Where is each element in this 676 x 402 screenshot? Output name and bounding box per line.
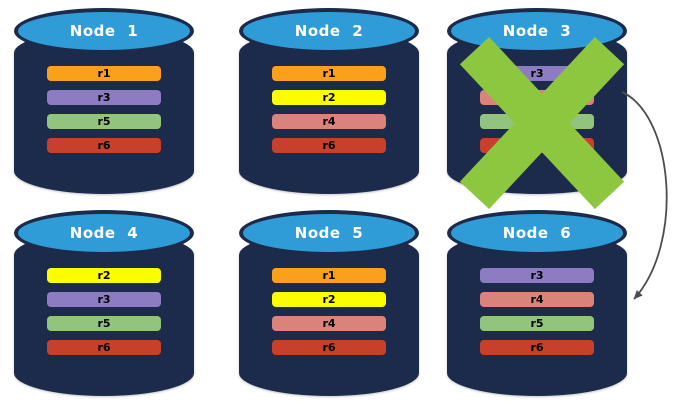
- replica-list: r2 r3 r5 r6: [14, 268, 194, 355]
- node-3: Node 3 r3: [447, 8, 627, 210]
- replica-bar: r1: [47, 66, 161, 81]
- replica-bar: r1: [272, 66, 386, 81]
- node-1: Node 1 r1 r3 r5 r6: [14, 8, 194, 194]
- replica-bar: r2: [47, 268, 161, 283]
- cylinder-top: Node 6: [447, 210, 627, 256]
- cylinder-top: Node 1: [14, 8, 194, 54]
- node-2: Node 2 r1 r2 r4 r6: [239, 8, 419, 194]
- replica-bar: r6: [480, 340, 594, 355]
- replica-list: r1 r2 r4 r6: [239, 66, 419, 153]
- cylinder-top: Node 2: [239, 8, 419, 54]
- failure-x-icon: [459, 36, 625, 210]
- replica-bar: r6: [272, 340, 386, 355]
- replica-list: r1 r2 r4 r6: [239, 268, 419, 355]
- node-title: Node 3: [502, 22, 572, 40]
- node-title: Node 4: [69, 224, 139, 242]
- node-title: Node 1: [69, 22, 139, 40]
- replica-bar: r4: [272, 114, 386, 129]
- failover-arrow-path: [621, 91, 668, 300]
- cylinder-top: Node 5: [239, 210, 419, 256]
- cylinder-body: [239, 232, 419, 396]
- node-title: Node 6: [502, 224, 572, 242]
- cylinder-body: [14, 30, 194, 194]
- replica-bar: r6: [47, 138, 161, 153]
- replica-bar: r2: [272, 292, 386, 307]
- node-6: Node 6 r3 r4 r5 r6: [447, 210, 627, 396]
- replica-bar: r5: [47, 114, 161, 129]
- replica-list: r3 r4 r5 r6: [447, 268, 627, 355]
- cylinder-body: [239, 30, 419, 194]
- replica-bar: r4: [480, 292, 594, 307]
- replica-bar: r4: [272, 316, 386, 331]
- replica-bar: r2: [272, 90, 386, 105]
- cylinder-body: [447, 232, 627, 396]
- replica-bar: r3: [47, 90, 161, 105]
- replica-bar: r3: [47, 292, 161, 307]
- node-4: Node 4 r2 r3 r5 r6: [14, 210, 194, 396]
- cylinder-body: [14, 232, 194, 396]
- replica-bar: r3: [480, 268, 594, 283]
- replica-bar: r6: [47, 340, 161, 355]
- replica-bar: r1: [272, 268, 386, 283]
- node-title: Node 5: [294, 224, 364, 242]
- cylinder-top: Node 4: [14, 210, 194, 256]
- node-title: Node 2: [294, 22, 364, 40]
- node-5: Node 5 r1 r2 r4 r6: [239, 210, 419, 396]
- replica-bar: r5: [47, 316, 161, 331]
- replica-list: r1 r3 r5 r6: [14, 66, 194, 153]
- replica-bar: r6: [272, 138, 386, 153]
- replica-bar: r5: [480, 316, 594, 331]
